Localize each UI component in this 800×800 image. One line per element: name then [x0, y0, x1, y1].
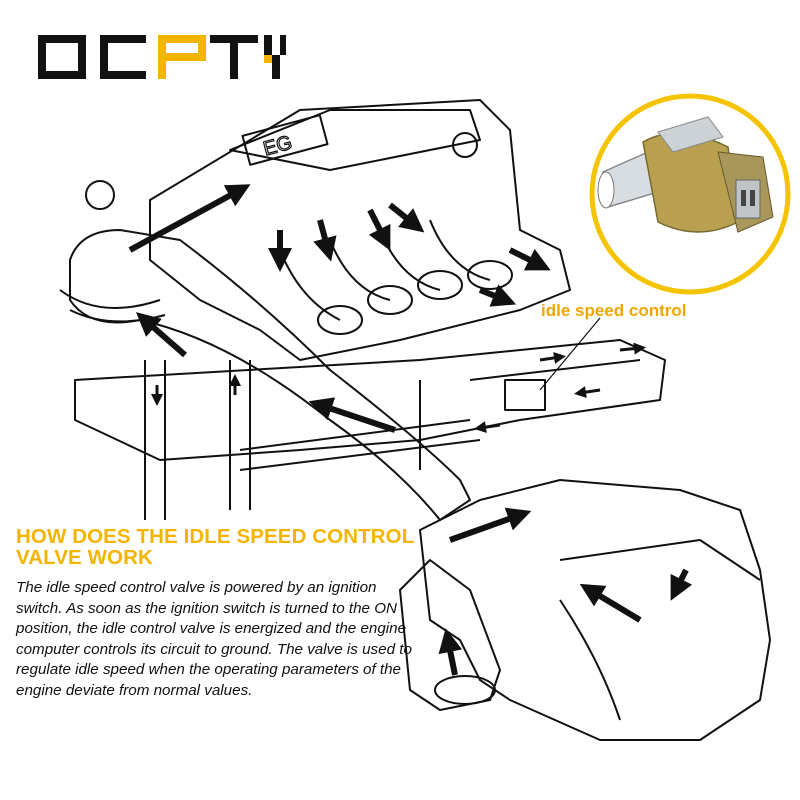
engine-base-plate	[74, 339, 666, 461]
air-cleaner-box	[419, 479, 771, 741]
idle-speed-control-callout: idle speed control	[541, 301, 687, 320]
article-heading: HOW DOES THE IDLE SPEED CONTROL VALVE WO…	[16, 525, 414, 569]
air-inlet	[399, 559, 501, 711]
engine-block	[149, 99, 571, 361]
callout-leader	[539, 317, 601, 391]
throttle-fitting	[452, 132, 478, 158]
idle-valve-photo	[589, 93, 791, 295]
engine-label-plate	[241, 114, 329, 166]
article-body: The idle speed control valve is powered …	[16, 579, 412, 699]
ocpty-logo	[38, 35, 286, 79]
small-flow-arrows	[151, 342, 646, 434]
idle-valve-sketch	[504, 379, 546, 411]
airflow-arrows	[128, 184, 693, 676]
